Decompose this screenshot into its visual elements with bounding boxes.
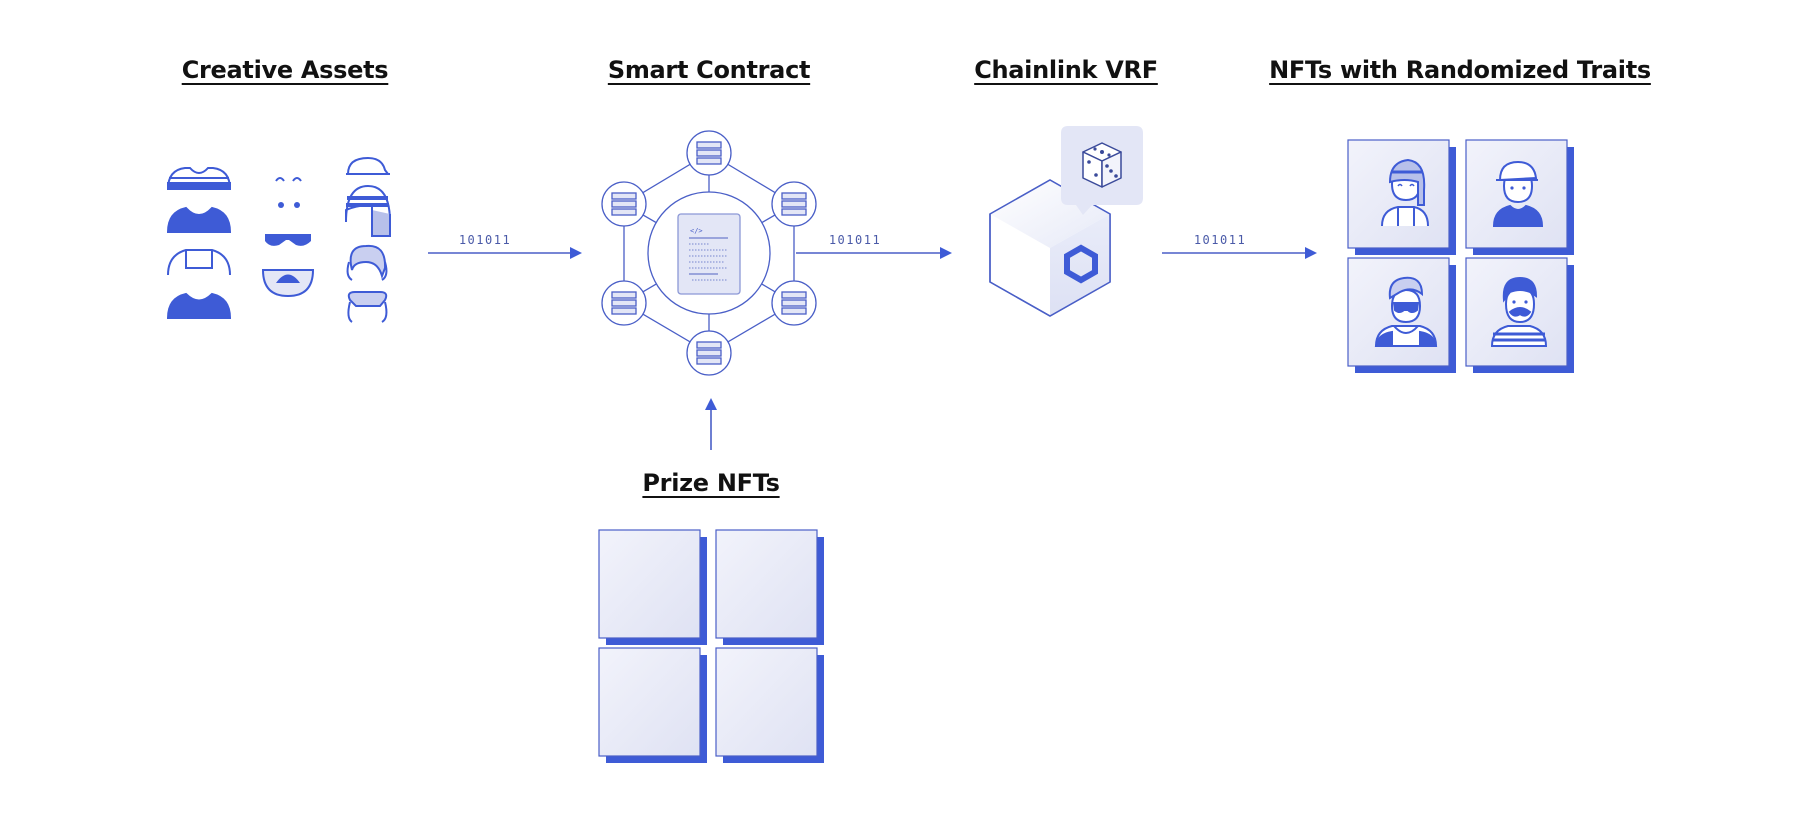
server-node-icon [771, 280, 817, 326]
avatar-part-icon [166, 206, 232, 233]
prize-nfts-grid [598, 529, 824, 763]
avatar-card-icon [1465, 139, 1574, 255]
avatar-card-icon [1347, 257, 1456, 373]
dice-icon [1061, 126, 1143, 215]
title-nfts-randomized-traits: NFTs with Randomized Traits [1269, 56, 1651, 84]
avatar-part-icon [166, 292, 232, 319]
avatar-part-icon [166, 167, 232, 190]
avatar-part-icon [346, 156, 390, 175]
title-smart-contract: Smart Contract [607, 56, 811, 84]
avatar-card-icon [1347, 139, 1456, 255]
title-creative-assets: Creative Assets [181, 56, 389, 84]
bits-label-contract-to-vrf: 101011 [828, 233, 882, 247]
server-node-icon [601, 181, 647, 227]
svg-text:</>: </> [690, 227, 703, 235]
arrow-prize-to-contract [705, 398, 717, 450]
bits-label-vrf-to-nfts: 101011 [1193, 233, 1247, 247]
arrow-assets-to-contract [428, 247, 582, 259]
smart-contract-network: </> [601, 130, 817, 376]
arrow-vrf-to-nfts [1162, 247, 1317, 259]
creative-assets-group [166, 156, 391, 323]
avatar-part-icon [275, 177, 302, 182]
avatar-part-icon [278, 202, 300, 208]
server-node-icon [686, 130, 732, 176]
title-chainlink-vrf: Chainlink VRF [974, 56, 1158, 84]
code-document-icon: </> [677, 213, 741, 295]
nft-card-icon [715, 529, 824, 645]
server-node-icon [601, 280, 647, 326]
avatar-part-icon [265, 234, 311, 246]
bits-label-assets-to-contract: 101011 [458, 233, 512, 247]
avatar-part-icon [347, 291, 388, 323]
chainlink-vrf-group [989, 126, 1143, 317]
nft-card-icon [598, 647, 707, 763]
nft-cards-grid [1347, 139, 1574, 373]
nft-card-icon [598, 529, 707, 645]
avatar-part-icon [167, 249, 231, 276]
avatar-part-icon [346, 244, 388, 281]
avatar-part-icon [261, 269, 315, 298]
server-node-icon [686, 330, 732, 376]
server-node-icon [771, 181, 817, 227]
title-prize-nfts: Prize NFTs [642, 469, 780, 497]
avatar-part-icon [345, 184, 391, 237]
arrow-contract-to-vrf [796, 247, 952, 259]
avatar-card-icon [1465, 257, 1574, 373]
nft-card-icon [715, 647, 824, 763]
